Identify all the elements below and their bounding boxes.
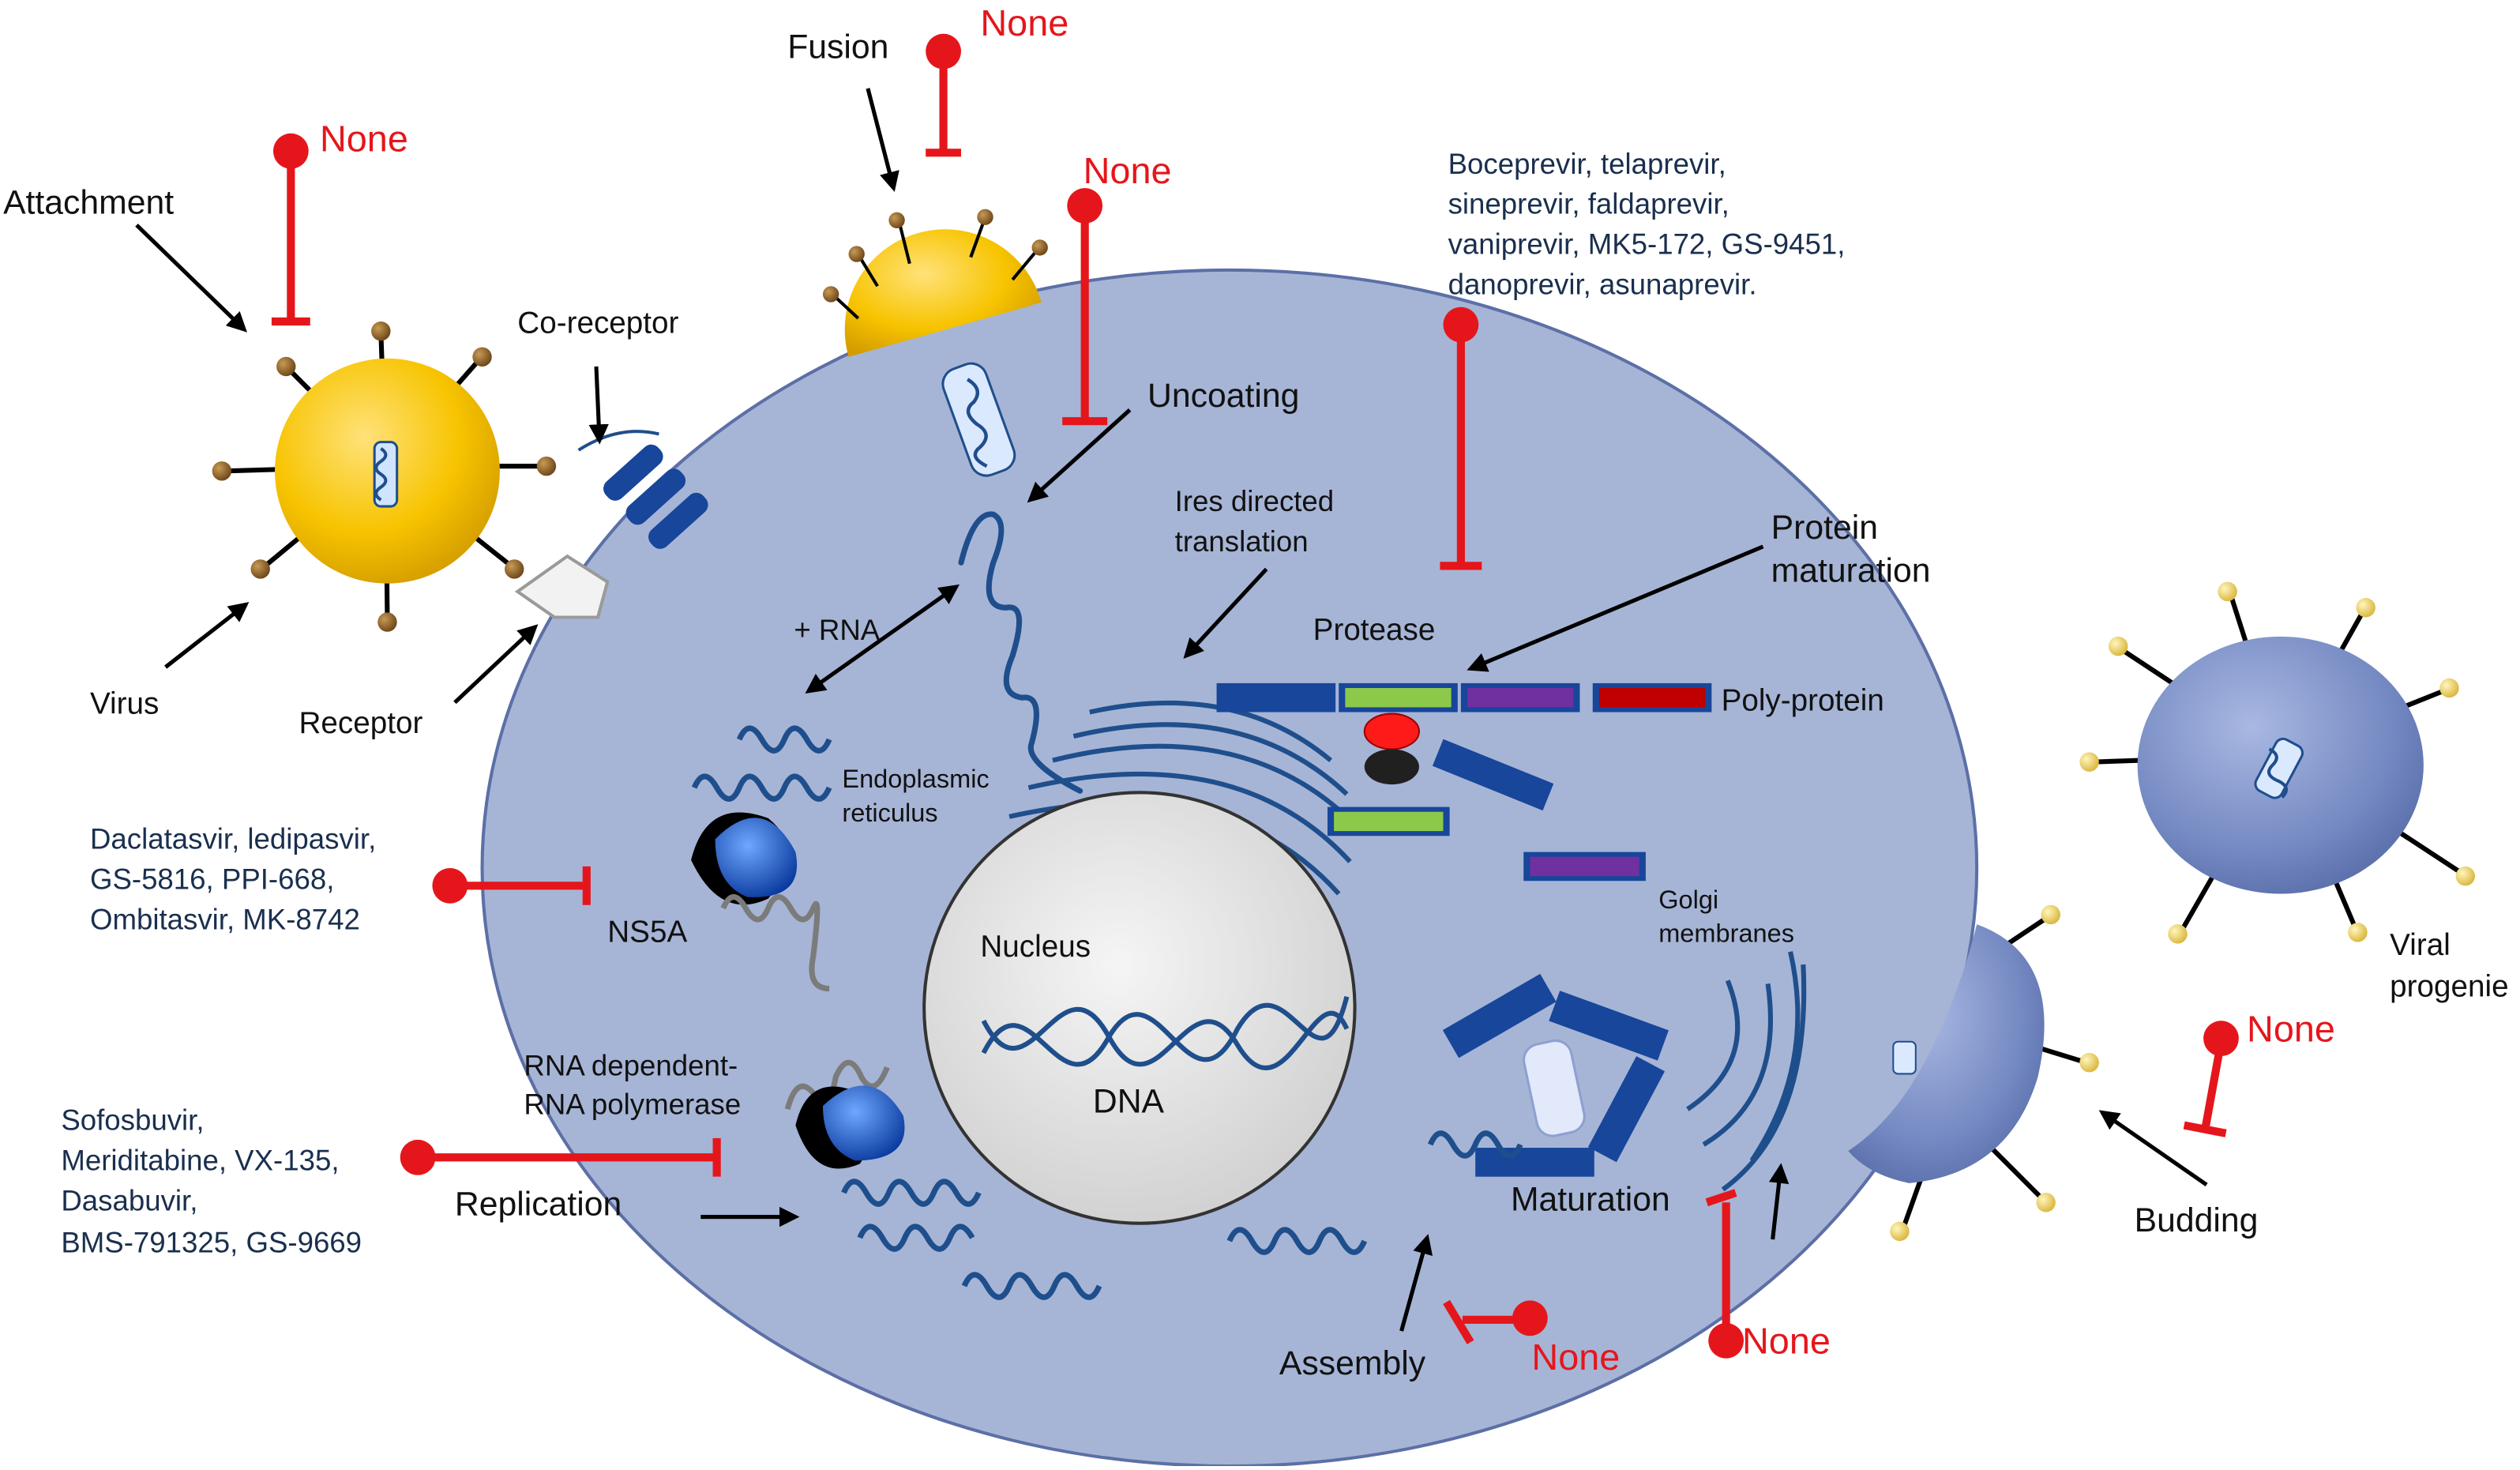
label-replication: Replication xyxy=(455,1186,622,1224)
label-progeny-2: progenie xyxy=(2390,970,2508,1004)
budding-virus xyxy=(1848,904,2099,1242)
label-fusion: Fusion xyxy=(787,28,888,66)
receptor-arrow xyxy=(453,624,539,705)
polymerase-drug-line-4: BMS-791325, GS-9669 xyxy=(61,1226,362,1258)
protease-complex xyxy=(1363,712,1420,785)
plus-rna-strand xyxy=(958,511,1083,794)
grey-rna xyxy=(720,894,830,992)
protease-drug-line-2: sineprevir, faldaprevir, xyxy=(1448,188,1729,220)
none-attachment: None xyxy=(320,118,408,159)
label-maturation: Maturation xyxy=(1511,1180,1670,1218)
inhibitor-protease xyxy=(1440,306,1482,570)
viral-progeny xyxy=(2079,581,2476,944)
label-nucleus: Nucleus xyxy=(980,930,1091,964)
fusing-virus xyxy=(822,209,1048,357)
label-protease: Protease xyxy=(1313,613,1436,647)
label-virus: Virus xyxy=(90,687,159,721)
label-assembly: Assembly xyxy=(1279,1344,1426,1382)
ns5a-drug-line-3: Ombitasvir, MK-8742 xyxy=(90,903,360,935)
label-ires-1: Ires directed xyxy=(1175,485,1335,517)
capsid xyxy=(941,362,1016,477)
assembly-arrow xyxy=(1399,1234,1433,1332)
ns5a-drug-line-1: Daclatasvir, ledipasvir, xyxy=(90,823,376,855)
ns5a-rna-upper xyxy=(736,725,832,754)
label-plus-rna: + RNA xyxy=(794,614,880,646)
label-dna: DNA xyxy=(1093,1082,1165,1120)
protease-drug-line-1: Boceprevir, telaprevir, xyxy=(1448,148,1726,180)
uncoating-arrow xyxy=(1027,408,1132,503)
polymerase-grey-rna xyxy=(784,1059,890,1111)
rna-polymerase xyxy=(795,1085,905,1169)
attachment-arrow xyxy=(135,224,247,333)
label-ns5a: NS5A xyxy=(607,915,687,949)
label-golgi-1: Golgi xyxy=(1658,885,1718,914)
label-rdrp-1: RNA dependent- xyxy=(524,1049,738,1081)
maturation-complex xyxy=(1427,973,1669,1177)
label-budding: Budding xyxy=(2135,1201,2259,1239)
label-rdrp-2: RNA polymerase xyxy=(524,1088,741,1120)
co-receptor xyxy=(577,430,708,549)
protease-drug-line-3: vaniprevir, MK5-172, GS-9451, xyxy=(1448,228,1846,261)
label-er-2: reticulus xyxy=(842,799,937,827)
inhibitor-uncoating xyxy=(1062,188,1108,426)
inhibitor-ns5a xyxy=(432,866,591,905)
poly-protein xyxy=(1216,682,1712,712)
polymerase-drug-line-2: Meriditabine, VX-135, xyxy=(61,1145,339,1177)
polymerase-drug-line-3: Dasabuvir, xyxy=(61,1184,197,1216)
label-attachment: Attachment xyxy=(3,184,174,222)
none-fusion: None xyxy=(980,2,1068,43)
none-maturation: None xyxy=(1742,1321,1831,1362)
co-receptor-arrow xyxy=(588,366,609,445)
fusion-arrow xyxy=(866,88,899,193)
ns5a-rna xyxy=(691,773,832,802)
ns5a-enzyme xyxy=(691,812,798,905)
label-protein-maturation-2: maturation xyxy=(1771,552,1931,590)
label-receptor: Receptor xyxy=(299,706,423,740)
inhibitor-assembly xyxy=(1443,1299,1548,1344)
cleaved-proteins xyxy=(1327,739,1646,882)
ires-arrow xyxy=(1183,567,1268,660)
label-poly-protein: Poly-protein xyxy=(1722,684,1884,718)
protease-drug-line-4: danoprevir, asunaprevir. xyxy=(1448,268,1757,300)
none-assembly: None xyxy=(1531,1337,1620,1378)
label-progeny-1: Viral xyxy=(2390,928,2451,962)
arrows xyxy=(135,88,2208,1332)
receptor xyxy=(514,554,610,619)
inhibitor-maturation xyxy=(1705,1189,1744,1359)
none-budding: None xyxy=(2247,1009,2335,1050)
budding-arrow xyxy=(2098,1110,2208,1186)
inhibitor-fusion xyxy=(926,33,961,157)
label-golgi-2: membranes xyxy=(1658,919,1794,948)
inhibitor-budding xyxy=(2183,1021,2239,1137)
label-co-receptor: Co-receptor xyxy=(517,306,678,340)
golgi-up-arrow xyxy=(1768,1163,1790,1240)
rna-double-arrow xyxy=(805,584,960,694)
ns5a-drug-line-2: GS-5816, PPI-668, xyxy=(90,863,334,895)
golgi-membranes xyxy=(1686,951,1807,1192)
label-ires-2: translation xyxy=(1175,525,1309,558)
attaching-virus xyxy=(212,321,557,632)
label-er-1: Endoplasmic xyxy=(842,765,989,793)
inhibitor-attachment xyxy=(271,133,310,326)
virus-arrow xyxy=(164,602,250,669)
protein-maturation-arrow xyxy=(1467,544,1764,672)
nucleus xyxy=(922,791,1357,1225)
inhibitor-polymerase xyxy=(400,1137,721,1177)
none-uncoating: None xyxy=(1083,150,1172,191)
polymerase-drug-line-1: Sofosbuvir, xyxy=(61,1104,204,1137)
label-protein-maturation-1: Protein xyxy=(1771,509,1878,547)
label-uncoating: Uncoating xyxy=(1147,377,1299,415)
replicating-rna xyxy=(841,1179,1368,1300)
